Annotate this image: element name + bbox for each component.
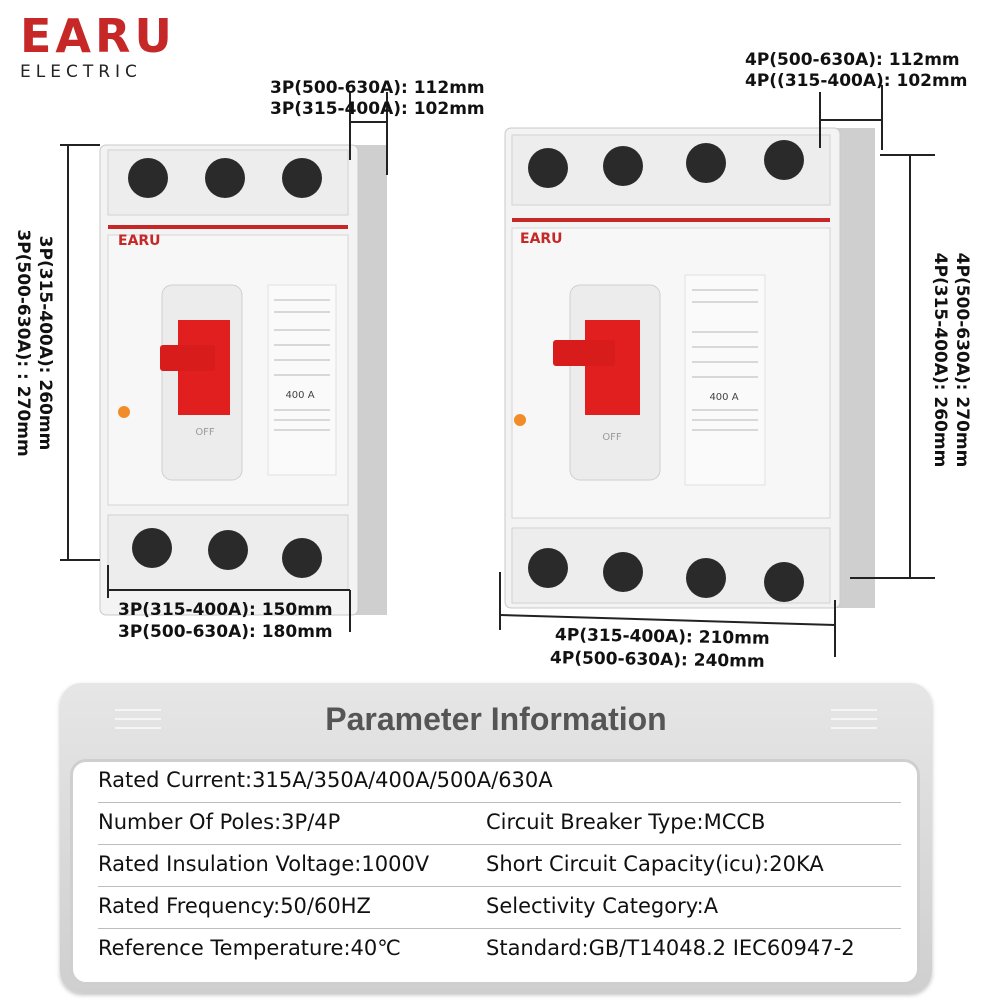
breaker-4p-off: OFF (602, 432, 622, 443)
rated-frequency: Rated Frequency:50/60HZ (98, 894, 371, 918)
rated-current: Rated Current:315A/350A/400A/500A/630A (98, 768, 553, 792)
3p-width-line1: 3P(315-400A): 150mm (118, 600, 333, 620)
insulation-voltage: Rated Insulation Voltage:1000V (98, 852, 430, 876)
3p-depth-line2: 3P(315-400A): 102mm (270, 99, 485, 119)
dimension-lines (60, 85, 935, 657)
parameter-table: Rated Current:315A/350A/400A/500A/630A N… (70, 759, 920, 985)
breaker-3p-rating: 400 A (285, 390, 314, 401)
number-of-poles: Number Of Poles:3P/4P (98, 810, 341, 834)
logo-sub: ELECTRIC (20, 62, 142, 82)
parameter-title: Parameter Information (325, 701, 667, 737)
param-row: Number Of Poles:3P/4P Circuit Breaker Ty… (98, 804, 901, 845)
param-row: Rated Insulation Voltage:1000V Short Cir… (98, 846, 901, 887)
4p-depth-line2: 4P((315-400A): 102mm (745, 71, 968, 91)
breaker-4p (504, 127, 875, 609)
parameter-panel: Parameter Information Rated Current:315A… (60, 683, 932, 993)
breaker-4p-rating: 400 A (709, 392, 738, 403)
4p-width-line2: 4P(500-630A): 240mm (549, 648, 765, 672)
breaker-3p-off: OFF (195, 427, 215, 438)
3p-depth-line1: 3P(500-630A): 112mm (270, 78, 485, 98)
breaker-4p-brand: EARU (520, 231, 563, 247)
decor-lines-left (115, 709, 161, 736)
4p-width-line1: 4P(315-400A): 210mm (554, 625, 770, 649)
standard: Standard:GB/T14048.2 IEC60947-2 (486, 936, 855, 960)
3p-width-line2: 3P(500-630A): 180mm (118, 622, 333, 642)
4p-depth-line1: 4P(500-630A): 112mm (745, 50, 960, 70)
3p-height-line1: 3P(315-400A): 260mm (35, 235, 55, 451)
selectivity-category: Selectivity Category:A (486, 894, 719, 918)
3p-height-line2: 3P(500-630A): : 270mm (13, 229, 33, 457)
breaker-type: Circuit Breaker Type:MCCB (486, 810, 766, 834)
4p-height-line1: 4P(500-630A): 270mm (952, 252, 972, 468)
breaker-product-images: EARU EARU OFF OFF 400 A 400 A (60, 85, 935, 657)
4p-height-line2: 4P(315-400A): 260mm (930, 252, 950, 468)
breaker-3p (99, 144, 387, 616)
earu-logo: EARU ELECTRIC (20, 12, 180, 82)
logo-brand: EARU (20, 9, 176, 63)
param-row: Rated Frequency:50/60HZ Selectivity Cate… (98, 888, 901, 929)
breaker-3p-brand: EARU (118, 233, 161, 249)
param-row: Reference Temperature:40℃ Standard:GB/T1… (98, 930, 901, 970)
decor-lines-right (831, 709, 877, 736)
short-circuit-capacity: Short Circuit Capacity(icu):20KA (486, 852, 824, 876)
reference-temperature: Reference Temperature:40℃ (98, 936, 401, 960)
param-row: Rated Current:315A/350A/400A/500A/630A (98, 762, 901, 803)
